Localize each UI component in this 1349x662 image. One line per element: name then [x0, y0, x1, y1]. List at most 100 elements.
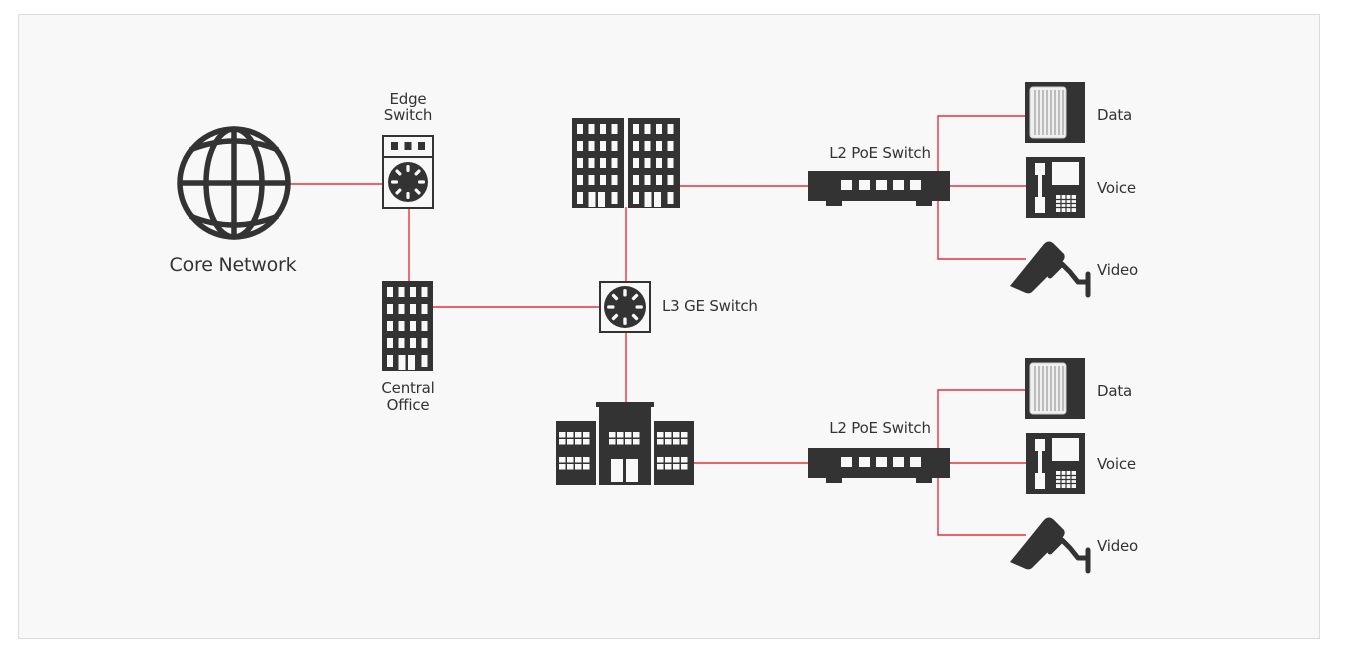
- security-camera-icon[interactable]: [1010, 242, 1088, 296]
- building-window: [410, 304, 416, 314]
- building-window: [398, 287, 405, 297]
- building-window: [583, 464, 590, 470]
- building-window: [410, 287, 416, 297]
- building-window: [633, 439, 640, 445]
- campus-building-icon[interactable]: [556, 402, 694, 485]
- building-window: [665, 457, 672, 463]
- building-window: [583, 439, 590, 445]
- link-l2top-video: [937, 201, 1026, 260]
- building-window: [681, 439, 688, 445]
- building-window: [665, 464, 672, 470]
- l2-switch-top-label: L2 PoE Switch: [829, 144, 931, 162]
- building-window: [600, 158, 606, 168]
- building-window: [665, 432, 672, 438]
- link-l2bottom-data: [937, 389, 1026, 448]
- building-window: [609, 432, 616, 438]
- server-icon[interactable]: [1024, 357, 1086, 420]
- building-window: [577, 141, 583, 151]
- building-window: [421, 321, 428, 331]
- twin-tower-building-icon[interactable]: [572, 118, 680, 208]
- building-window: [657, 457, 664, 463]
- building-window: [387, 338, 393, 348]
- building-window: [387, 355, 393, 367]
- building-window: [387, 287, 393, 297]
- building-window: [421, 304, 428, 314]
- building-window: [611, 175, 618, 185]
- building-window: [644, 158, 651, 168]
- building-window: [567, 439, 574, 445]
- building-window: [625, 432, 632, 438]
- building-window: [583, 457, 590, 463]
- building-window: [667, 141, 674, 151]
- poe-switch-top-icon[interactable]: [808, 171, 950, 206]
- building-window: [633, 158, 639, 168]
- building-window: [633, 175, 639, 185]
- building-window: [577, 175, 583, 185]
- building-window: [588, 192, 596, 207]
- building-window: [398, 304, 405, 314]
- building-window: [577, 192, 583, 204]
- l3-switch-icon[interactable]: [599, 281, 651, 333]
- building-window: [665, 439, 672, 445]
- building-window: [575, 457, 582, 463]
- building-window: [667, 124, 674, 134]
- building-window: [644, 124, 651, 134]
- ip-phone-icon[interactable]: [1025, 156, 1086, 219]
- building-window: [657, 464, 664, 470]
- building-window: [633, 192, 639, 204]
- building-window: [617, 439, 624, 445]
- building-window: [577, 158, 583, 168]
- building-window: [588, 158, 595, 168]
- building-window: [559, 464, 566, 470]
- building-window: [588, 175, 595, 185]
- globe-icon[interactable]: [177, 126, 291, 240]
- building-window: [673, 457, 680, 463]
- building-window: [673, 464, 680, 470]
- building-window: [600, 175, 606, 185]
- security-camera-icon[interactable]: [1010, 518, 1088, 572]
- building-window: [410, 321, 416, 331]
- central-office-label-line1: Central: [381, 379, 435, 397]
- central-office-label-line2: Office: [386, 396, 430, 414]
- building-window: [617, 432, 624, 438]
- building-window: [583, 432, 590, 438]
- building-window: [410, 338, 416, 348]
- building-window: [421, 287, 428, 297]
- building-window: [577, 124, 583, 134]
- l3-switch-label: L3 GE Switch: [662, 297, 758, 315]
- endpoint-voice-label: Voice: [1097, 455, 1136, 473]
- building-window: [588, 124, 595, 134]
- building-window: [667, 175, 674, 185]
- server-icon[interactable]: [1024, 81, 1086, 144]
- building-window: [657, 439, 664, 445]
- poe-switch-bottom-icon[interactable]: [808, 448, 950, 483]
- building-window: [611, 124, 618, 134]
- building-window: [600, 141, 606, 151]
- building-window: [681, 457, 688, 463]
- edge-switch-label-line2: Switch: [383, 106, 433, 124]
- building-window: [681, 464, 688, 470]
- building-window: [387, 321, 393, 331]
- building-window: [421, 355, 428, 367]
- building-window: [667, 158, 674, 168]
- building-window: [575, 432, 582, 438]
- ip-phone-icon[interactable]: [1025, 432, 1086, 495]
- building-window: [567, 457, 574, 463]
- building-window: [654, 192, 661, 207]
- building-window: [644, 141, 651, 151]
- link-l2bottom-video: [937, 477, 1026, 536]
- building-window: [609, 439, 616, 445]
- office-building-icon[interactable]: [382, 281, 433, 371]
- building-window: [656, 124, 662, 134]
- building-window: [559, 432, 566, 438]
- endpoint-data-label: Data: [1097, 106, 1133, 124]
- building-window: [611, 141, 618, 151]
- building-window: [600, 124, 606, 134]
- building-window: [588, 141, 595, 151]
- edge-switch-icon[interactable]: [382, 135, 434, 209]
- building-window: [611, 192, 618, 204]
- building-window: [656, 158, 662, 168]
- building-window: [656, 175, 662, 185]
- l2-switch-bottom-label: L2 PoE Switch: [829, 419, 931, 437]
